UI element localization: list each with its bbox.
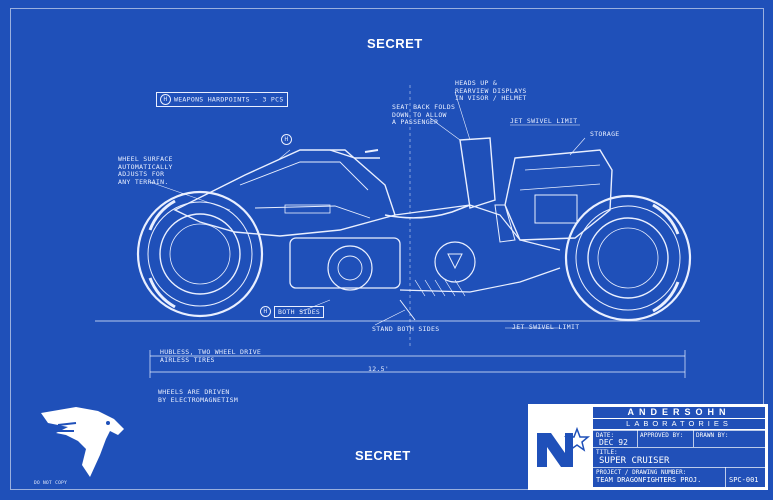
jet-swivel-bottom-note: JET SWIVEL LIMIT [512,323,580,331]
seat-back-line: A PASSENGER [392,118,439,126]
wheel-surface-note: WHEEL SURFACE AUTOMATICALLY ADJUSTS FOR … [118,155,173,186]
drawing-number: SPC-001 [729,476,759,484]
date-value: DEC 92 [599,438,628,447]
drawn-label: DRAWN BY: [696,432,729,439]
title-block-fields: DATE: DEC 92 APPROVED BY: DRAWN BY: TITL… [593,430,765,487]
hardpoint-marker-top: H [281,134,295,145]
project-name: TEAM DRAGONFIGHTERS PROJ. [596,476,702,484]
company-division: LABORATORIES [593,419,765,429]
heads-up-note: HEADS UP & REARVIEW DISPLAYS IN VISOR / … [455,79,527,103]
seat-back-note: SEAT BACK FOLDS DOWN TO ALLOW A PASSENGE… [392,103,456,127]
hubless-line: AIRLESS TIRES [160,355,215,364]
company-name: ANDERSOHN [593,407,765,418]
approved-label: APPROVED BY: [640,432,684,439]
seat-back-line: DOWN TO ALLOW [392,110,447,119]
drawing-title: SUPER CRUISER [599,456,670,466]
date-label: DATE: [596,432,615,439]
heads-up-line: HEADS UP & [455,79,498,87]
eagle-emblem-icon [41,407,124,477]
title-label: TITLE: [596,449,618,456]
seat-back-line: SEAT BACK FOLDS [392,103,456,111]
wheel-surface-line: ANY TERRAIN. [118,177,169,186]
hubless-note: HUBLESS, TWO WHEEL DRIVE AIRLESS TIRES [160,348,262,364]
both-sides-text: BOTH SIDES [274,305,325,318]
wheels-driven-note: WHEELS ARE DRIVEN BY ELECTROMAGNETISM [158,388,239,404]
jet-swivel-top-note: JET SWIVEL LIMIT [510,117,578,125]
secret-stamp-bottom: SECRET [355,448,411,463]
h-marker: H [260,306,271,317]
wheels-driven-line: BY ELECTROMAGNETISM [158,395,239,404]
rear-wheel [136,190,264,318]
length-dimension: 12.5' [368,365,390,373]
storage-note: STORAGE [590,130,620,138]
hubless-line: HUBLESS, TWO WHEEL DRIVE [160,348,262,356]
title-block: ANDERSOHN LABORATORIES DATE: DEC 92 APPR… [528,404,768,490]
wheel-surface-line: ADJUSTS FOR [118,170,165,178]
heads-up-line: IN VISOR / HELMET [455,94,527,102]
front-wheel [564,194,692,322]
wheels-driven-line: WHEELS ARE DRIVEN [158,388,230,396]
wheel-surface-line: AUTOMATICALLY [118,162,173,171]
corner-text: DO NOT COPY [34,481,68,486]
wheel-surface-line: WHEEL SURFACE [118,155,173,163]
weapons-hardpoints-text: WEAPONS HARDPOINTS · 3 PCS [174,95,284,104]
hardpoint-marker: H [160,94,171,105]
andersohn-logo-icon [531,407,591,487]
project-label: PROJECT / DRAWING NUMBER: [596,469,687,476]
h-marker: H [281,134,292,145]
drawing-frame [10,8,764,490]
secret-stamp-top: SECRET [367,36,423,51]
stand-note: STAND BOTH SIDES [372,325,440,333]
heads-up-line: REARVIEW DISPLAYS [455,86,527,95]
